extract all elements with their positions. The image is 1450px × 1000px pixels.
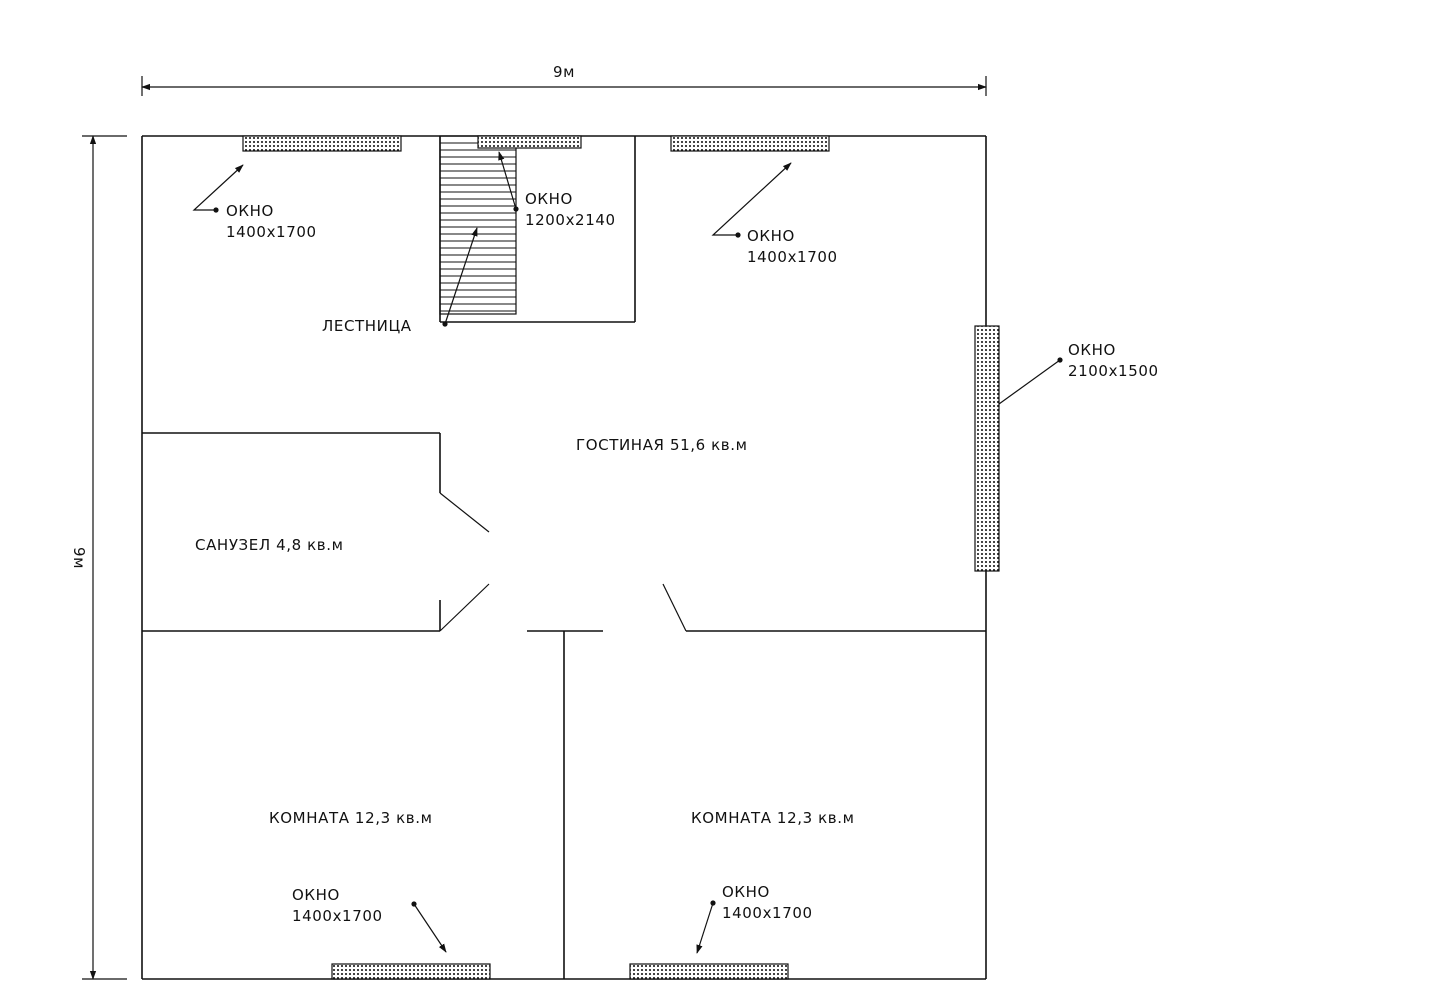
room-label-left: КОМНАТА 12,3 кв.м [269, 809, 432, 827]
window-name: ОКНО [1068, 341, 1116, 359]
window-size: 1400x1700 [747, 248, 838, 266]
window-top-right [670, 135, 830, 152]
room-label-right: КОМНАТА 12,3 кв.м [691, 809, 854, 827]
height-label: 9м [70, 547, 88, 569]
window-name: ОКНО [747, 227, 795, 245]
window-label-4: ОКНО 2100x1500 [1068, 341, 1159, 380]
window-name: ОКНО [226, 202, 274, 220]
window-label-6: ОКНО 1400x1700 [722, 883, 813, 922]
height-dimension: 9м [70, 135, 127, 980]
window-right [974, 325, 1000, 572]
window-label-1: ОКНО 1400x1700 [226, 202, 317, 241]
window-bottom-right [629, 963, 789, 980]
leader-lines [192, 151, 1063, 954]
stairs-label: ЛЕСТНИЦА [322, 317, 412, 335]
window-bottom-left [331, 963, 491, 980]
width-label: 9м [553, 63, 575, 81]
window-size: 1400x1700 [226, 223, 317, 241]
window-size: 1400x1700 [292, 907, 383, 925]
window-label-5: ОКНО 1400x1700 [292, 886, 383, 925]
room-label-living: ГОСТИНАЯ 51,6 кв.м [576, 436, 748, 454]
window-label-2: ОКНО 1200x2140 [525, 190, 616, 229]
window-top-stair [477, 135, 582, 149]
room-label-bathroom: САНУЗЕЛ 4,8 кв.м [195, 536, 344, 554]
width-dimension: 9м [141, 63, 987, 96]
interior-walls [142, 136, 986, 979]
window-name: ОКНО [525, 190, 573, 208]
stair-steps [440, 142, 516, 312]
window-size: 1200x2140 [525, 211, 616, 229]
window-size: 2100x1500 [1068, 362, 1159, 380]
window-name: ОКНО [722, 883, 770, 901]
windows [242, 135, 1000, 980]
window-top-left [242, 135, 402, 152]
window-name: ОКНО [292, 886, 340, 904]
window-label-3: ОКНО 1400x1700 [747, 227, 838, 266]
staircase [439, 135, 517, 315]
window-size: 1400x1700 [722, 904, 813, 922]
